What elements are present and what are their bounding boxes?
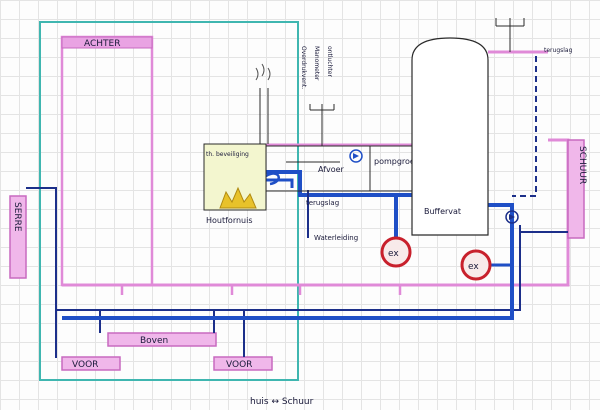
dashed-return-pipe (512, 56, 537, 197)
label-ex-right: ex (468, 262, 479, 272)
pink-radiator-drops (120, 285, 402, 295)
stove-coil (265, 172, 280, 186)
radiator-schuur (567, 139, 585, 239)
expansion-vessel-left (380, 236, 412, 268)
dark-radiator-branches (55, 310, 245, 358)
label-ex-left: ex (388, 249, 399, 259)
chimney (259, 88, 269, 144)
label-schuur: SCHUUR (577, 146, 587, 184)
radiator-voor-left (61, 356, 121, 371)
buffer-top-vents (495, 18, 525, 52)
pump-arrow-icon (353, 153, 359, 159)
blue-stove-return (266, 178, 294, 188)
buffer-tank (411, 37, 489, 236)
label-terugslag-top: terugslag (544, 47, 573, 54)
radiator-serre (9, 195, 27, 279)
flame-icon (219, 186, 257, 209)
label-voor-right: VOOR (226, 360, 252, 370)
label-ontluchter: ontluchter (326, 46, 333, 77)
label-boven: Boven (140, 336, 168, 346)
label-manometer: Manometer (313, 46, 320, 81)
house-outline (39, 21, 299, 381)
smoke (255, 63, 271, 81)
pink-supply-pipe (205, 50, 548, 147)
buffer-pump-arrow-icon (509, 214, 515, 220)
blue-buffer-return (62, 203, 514, 320)
label-overdrukventiel: Overdrukvent. (300, 46, 307, 89)
blue-stove-supply (266, 170, 412, 197)
buffer-pump-icon (505, 210, 519, 224)
label-pompgroep: pompgroep (374, 157, 420, 166)
dark-schuur-feed (519, 225, 568, 233)
label-buffervat: Buffervat (424, 207, 461, 216)
pump-icon (349, 149, 363, 163)
label-afvoer: Afvoer (318, 165, 345, 174)
label-th-beveiliging: th. beveiliging (206, 151, 249, 158)
label-voor-left: VOOR (72, 360, 98, 370)
label-achter: ACHTER (84, 39, 121, 49)
label-terugslag-stove: terugslag (306, 199, 339, 207)
legend-huis-schuur: huis ↔ Schuur (250, 397, 314, 407)
label-serre: SERRE (12, 202, 22, 232)
label-waterleiding: Waterleiding (314, 234, 358, 242)
radiator-achter (60, 35, 154, 287)
expansion-vessel-right (460, 249, 492, 281)
radiator-achter-header (61, 36, 153, 49)
safety-group-pipe (309, 104, 335, 146)
radiator-boven (107, 332, 217, 347)
label-houtfornuis: Houtfornuis (206, 216, 253, 225)
